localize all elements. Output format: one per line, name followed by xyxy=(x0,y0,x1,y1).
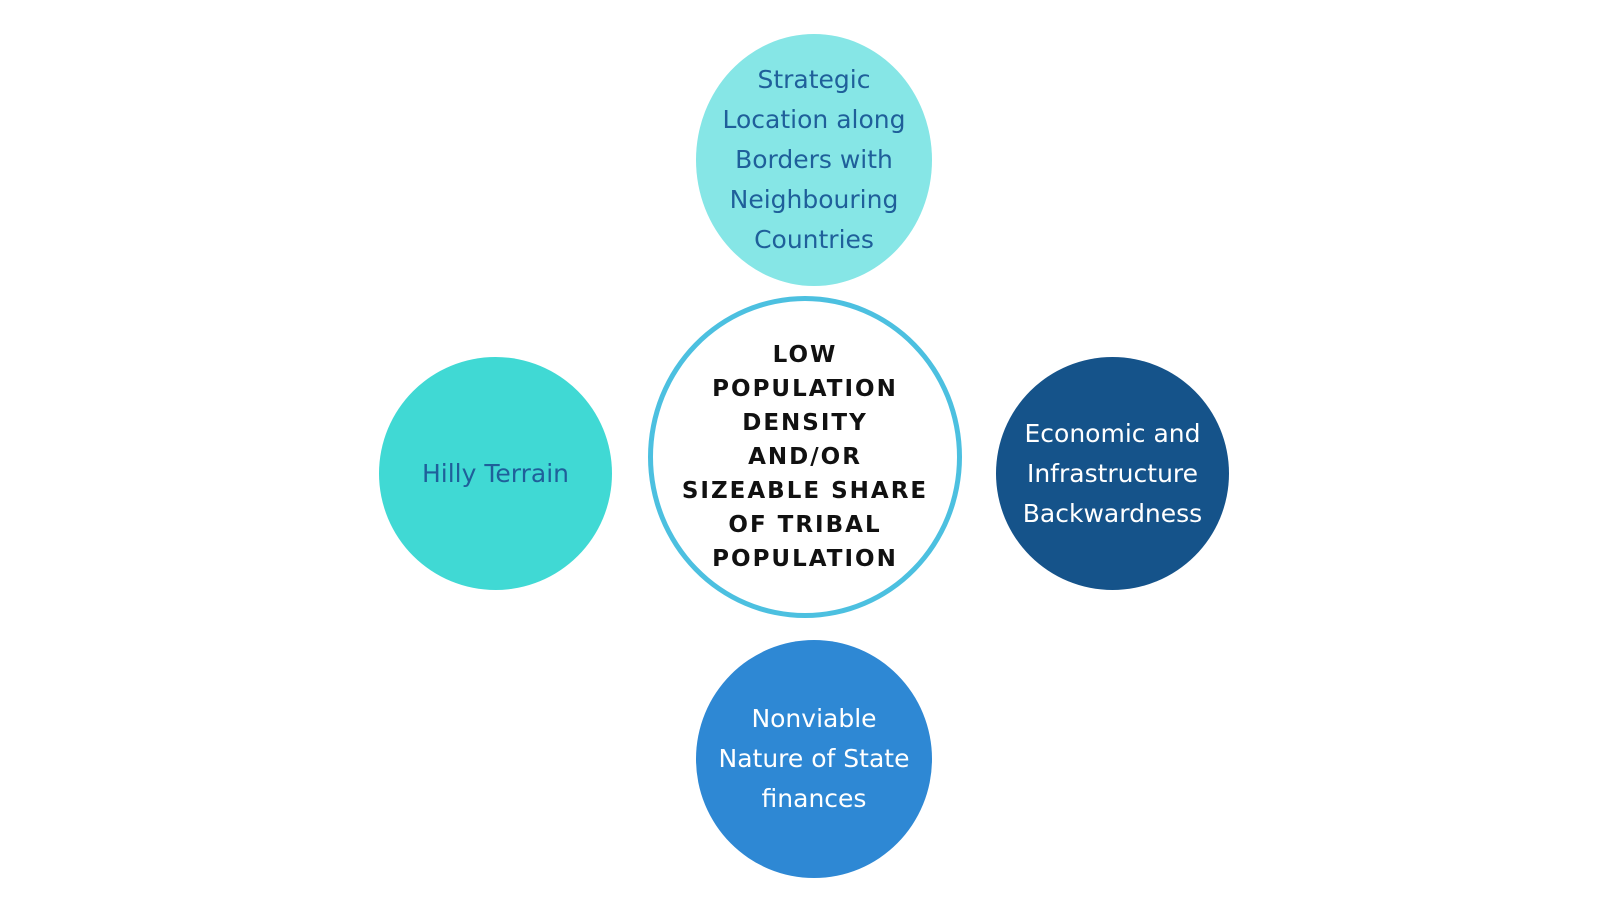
central-circle: LOW POPULATION DENSITY AND/OR SIZEABLE S… xyxy=(648,296,962,618)
factor-circle-economic-backwardness: Economic and Infrastructure Backwardness xyxy=(996,357,1229,590)
factor-label-state-finances: Nonviable Nature of State finances xyxy=(718,704,910,813)
factor-circle-state-finances: Nonviable Nature of State finances xyxy=(696,640,932,878)
central-label: LOW POPULATION DENSITY AND/OR SIZEABLE S… xyxy=(681,342,929,572)
factor-label-economic-backwardness: Economic and Infrastructure Backwardness xyxy=(1022,418,1203,528)
factor-label-strategic-location: Strategic Location along Borders with Ne… xyxy=(722,65,906,254)
factor-circle-hilly-terrain: Hilly Terrain xyxy=(379,357,612,590)
factor-circle-strategic-location: Strategic Location along Borders with Ne… xyxy=(696,34,932,286)
factor-label-hilly-terrain: Hilly Terrain xyxy=(421,458,569,488)
